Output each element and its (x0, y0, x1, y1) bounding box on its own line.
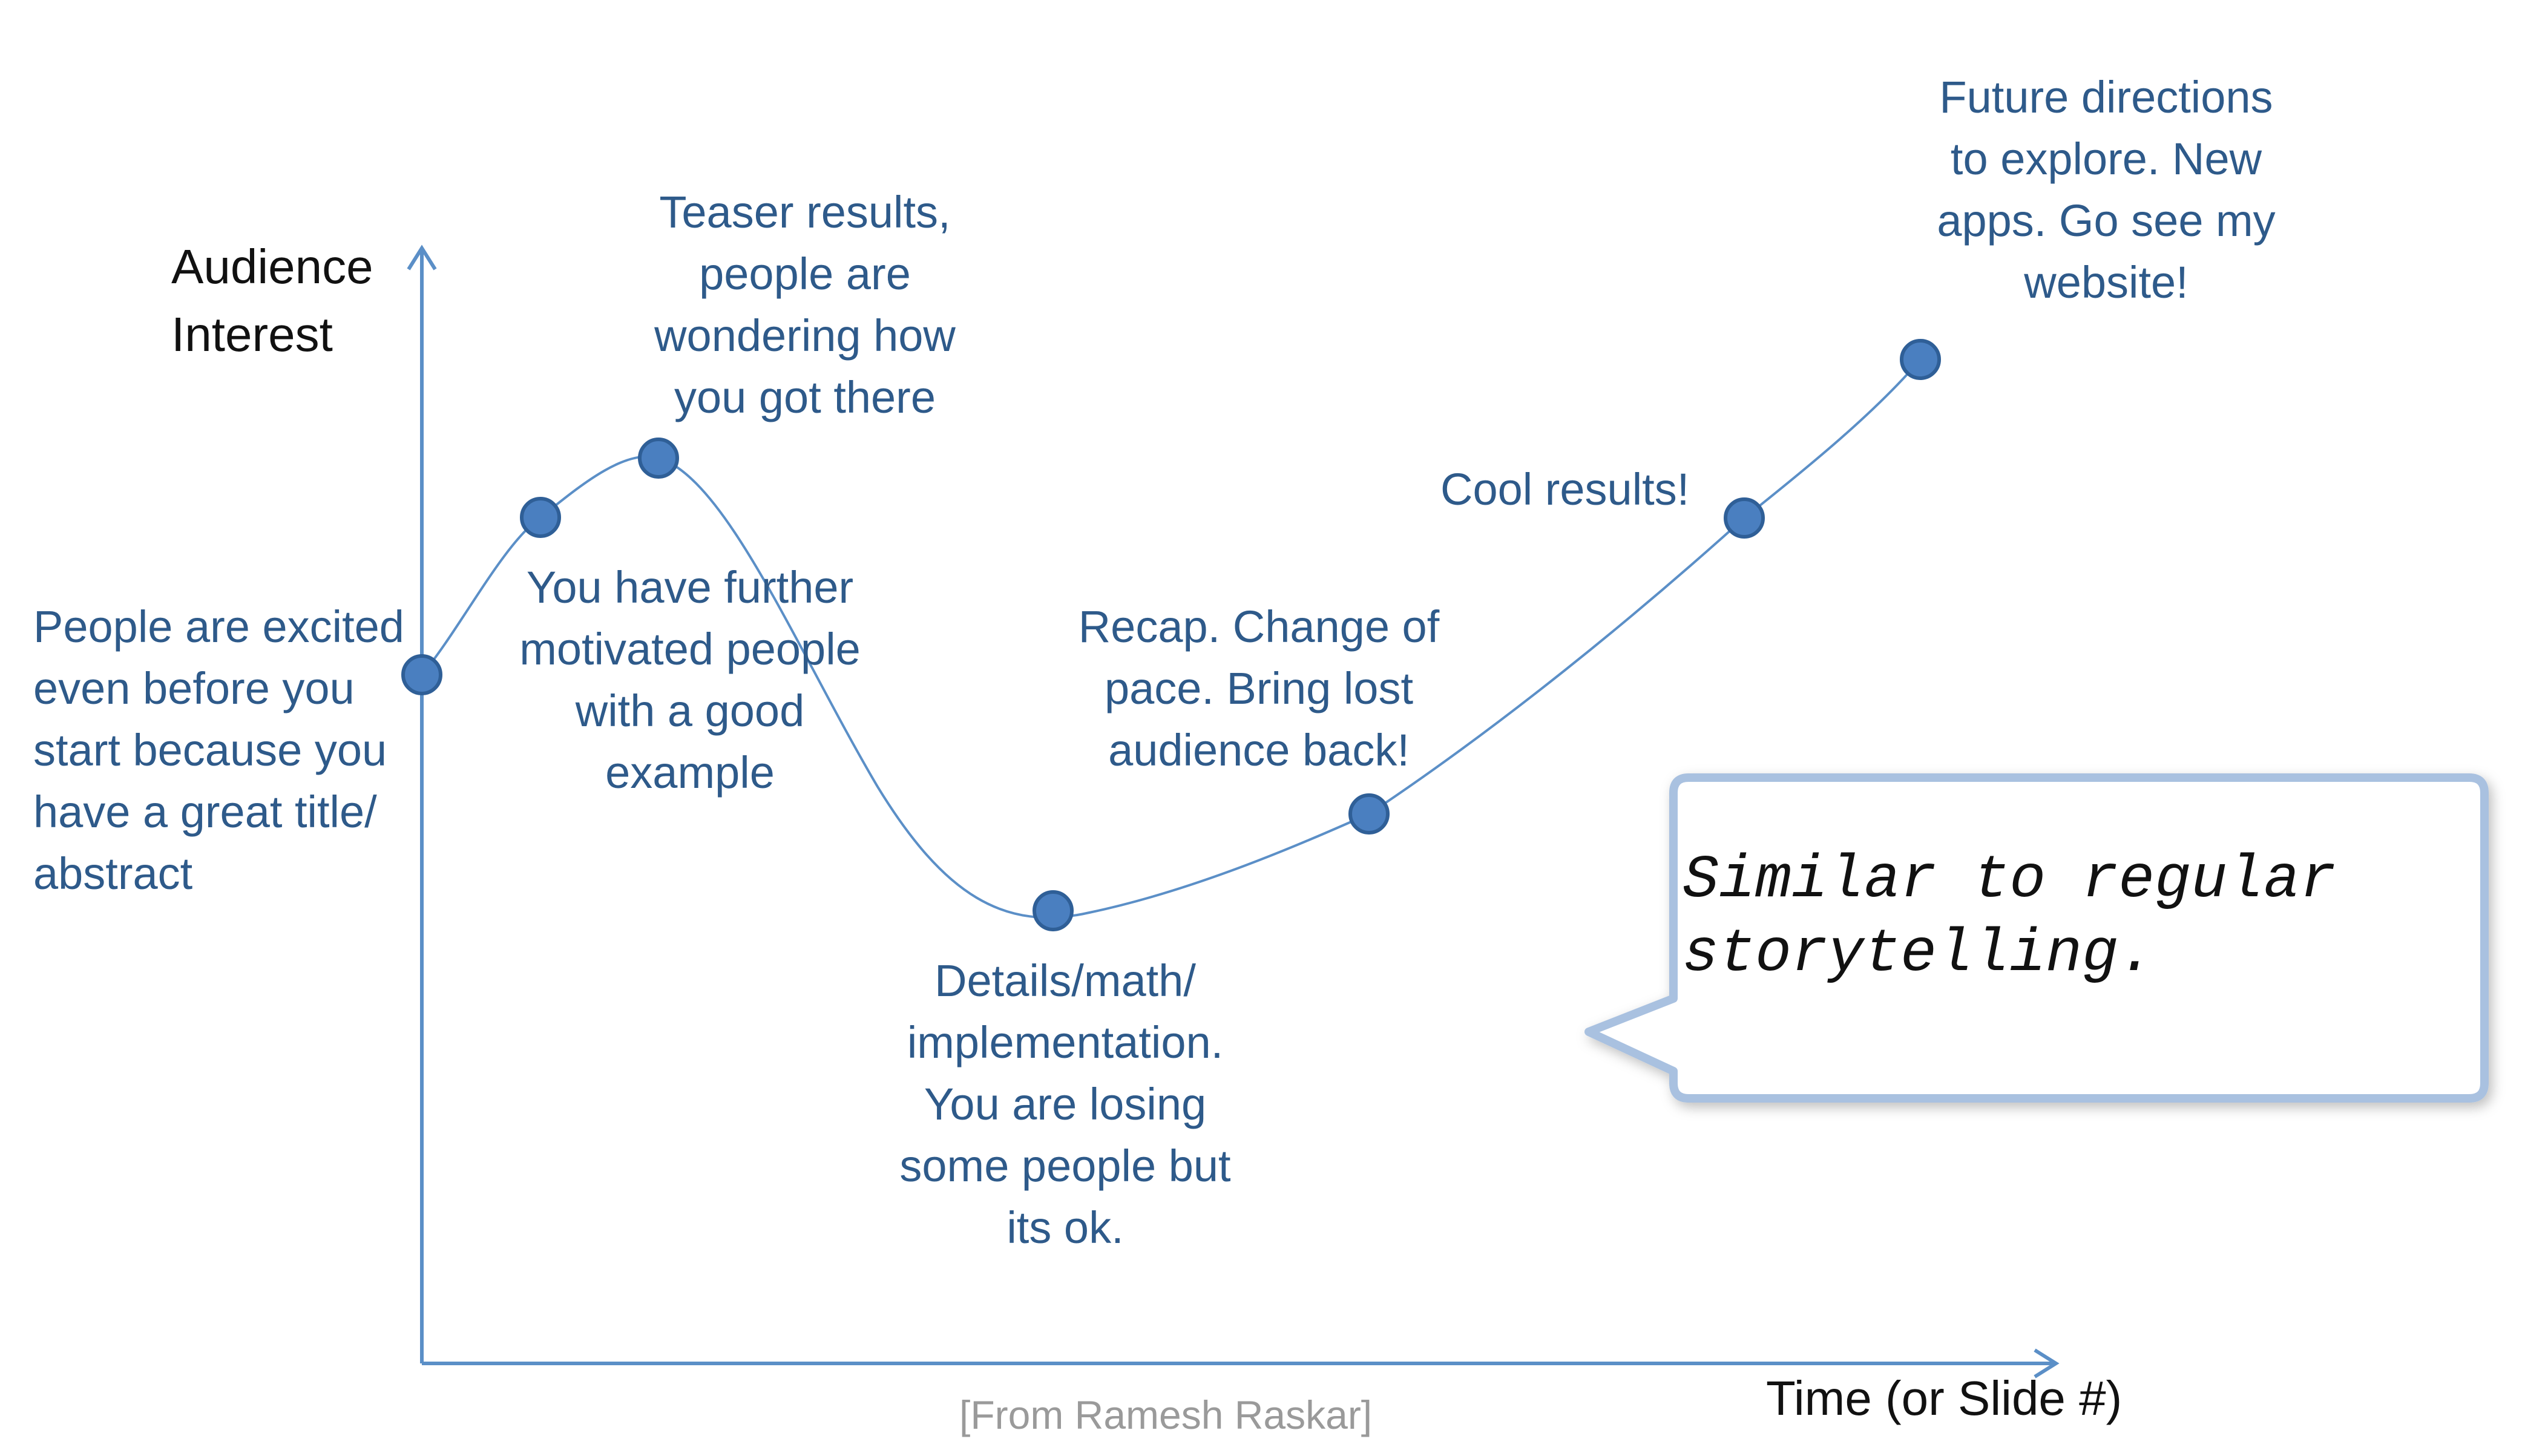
callout-text: Similar to regular storytelling. (1683, 847, 2337, 989)
marker-example (520, 497, 561, 538)
stage-label-details: Details/math/ implementation. You are lo… (899, 956, 1231, 1253)
marker-cool (1724, 497, 1765, 539)
marker-details (1033, 890, 1074, 931)
stage-label-example: You have further motivated people with a… (519, 562, 861, 798)
source-credit: [From Ramesh Raskar] (959, 1392, 1373, 1437)
marker-teaser (638, 438, 679, 479)
stage-label-future: Future directions to explore. New apps. … (1937, 72, 2276, 307)
stage-label-teaser: Teaser results, people are wondering how… (654, 187, 956, 422)
callout-bubble (1584, 773, 2489, 1103)
marker-future (1900, 339, 1941, 380)
interest-curve (421, 358, 1922, 919)
stage-label-recap: Recap. Change of pace. Bring lost audien… (1078, 602, 1440, 775)
y-axis-arrowhead (407, 244, 437, 271)
y-axis-title: Audience Interest (171, 240, 373, 361)
x-axis-arrowhead (2034, 1348, 2060, 1379)
stage-label-start: People are excited even before you start… (33, 602, 404, 899)
x-axis-title: Time (or Slide #) (1766, 1371, 2123, 1425)
marker-start (401, 654, 442, 695)
stage-label-cool: Cool results! (1440, 464, 1690, 514)
marker-recap (1348, 793, 1390, 835)
